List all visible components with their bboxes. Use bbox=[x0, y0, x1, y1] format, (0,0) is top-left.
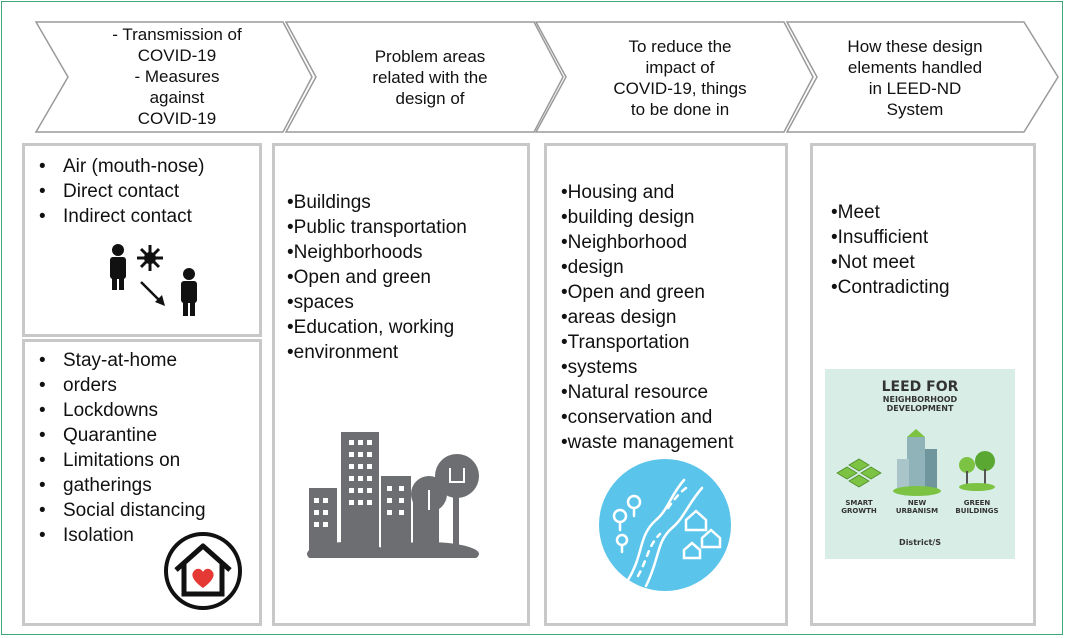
list-item-continuation: environment bbox=[287, 340, 527, 365]
list-item-continuation: waste management bbox=[561, 430, 785, 455]
list-item: Insufficient bbox=[831, 225, 1033, 250]
list-item-continuation: spaces bbox=[287, 290, 527, 315]
list-item: Housing and bbox=[561, 180, 785, 205]
problem-areas-list: Buildings Public transportation Neighbor… bbox=[287, 190, 527, 365]
svg-text:BUILDINGS: BUILDINGS bbox=[955, 507, 998, 515]
list-item-continuation: orders bbox=[25, 373, 259, 398]
transmission-list: Air (mouth-nose) Direct contact Indirect… bbox=[25, 154, 259, 229]
header-chevrons bbox=[34, 21, 1059, 133]
chevron-2 bbox=[284, 21, 564, 133]
person-transmission-icon bbox=[110, 244, 197, 316]
list-item: Not meet bbox=[831, 250, 1033, 275]
list-item: Indirect contact bbox=[25, 204, 259, 229]
svg-text:LEED FOR: LEED FOR bbox=[882, 379, 959, 395]
measures-list: Stay-at-home orders Lockdowns Quarantine… bbox=[25, 348, 259, 548]
list-item: Quarantine bbox=[25, 423, 259, 448]
list-item: Lockdowns bbox=[25, 398, 259, 423]
list-item: Neighborhoods bbox=[287, 240, 527, 265]
list-item-continuation: areas design bbox=[561, 305, 785, 330]
svg-text:DEVELOPMENT: DEVELOPMENT bbox=[887, 404, 954, 413]
problem-areas-box: Buildings Public transportation Neighbor… bbox=[272, 143, 530, 626]
leed-box: Meet Insufficient Not meet Contradicting… bbox=[810, 143, 1036, 626]
chevron-3 bbox=[534, 21, 814, 133]
list-item-continuation: design bbox=[561, 255, 785, 280]
measures-box: Stay-at-home orders Lockdowns Quarantine… bbox=[22, 339, 262, 626]
list-item: Buildings bbox=[287, 190, 527, 215]
svg-text:SMART: SMART bbox=[845, 499, 873, 507]
list-item-continuation: systems bbox=[561, 355, 785, 380]
list-item: Transportation bbox=[561, 330, 785, 355]
list-item: Isolation bbox=[25, 523, 259, 548]
leed-nd-graphic: LEED FOR NEIGHBORHOOD DEVELOPMENT SMART … bbox=[825, 369, 1015, 559]
svg-text:District/S: District/S bbox=[899, 538, 941, 547]
city-buildings-icon bbox=[307, 432, 479, 558]
river-landscape-icon bbox=[599, 459, 731, 591]
list-item-continuation: gatherings bbox=[25, 473, 259, 498]
list-item: Direct contact bbox=[25, 179, 259, 204]
svg-text:GREEN: GREEN bbox=[964, 499, 991, 507]
list-item: Education, working bbox=[287, 315, 527, 340]
svg-text:URBANISM: URBANISM bbox=[896, 507, 938, 515]
actions-box: Housing and building design Neighborhood… bbox=[544, 143, 788, 626]
list-item-continuation: conservation and bbox=[561, 405, 785, 430]
list-item: Air (mouth-nose) bbox=[25, 154, 259, 179]
list-item: Open and green bbox=[287, 265, 527, 290]
chevron-1 bbox=[34, 21, 313, 133]
list-item-continuation: building design bbox=[561, 205, 785, 230]
svg-text:NEIGHBORHOOD: NEIGHBORHOOD bbox=[883, 395, 958, 404]
actions-list: Housing and building design Neighborhood… bbox=[561, 180, 785, 455]
home-heart-icon bbox=[164, 532, 242, 610]
list-item: Open and green bbox=[561, 280, 785, 305]
svg-text:GROWTH: GROWTH bbox=[841, 507, 877, 515]
list-item: Public transportation bbox=[287, 215, 527, 240]
list-item: Limitations on bbox=[25, 448, 259, 473]
list-item: Social distancing bbox=[25, 498, 259, 523]
list-item: Natural resource bbox=[561, 380, 785, 405]
leed-levels-list: Meet Insufficient Not meet Contradicting bbox=[831, 200, 1033, 300]
transmission-box: Air (mouth-nose) Direct contact Indirect… bbox=[22, 143, 262, 337]
svg-text:NEW: NEW bbox=[908, 499, 927, 507]
list-item: Contradicting bbox=[831, 275, 1033, 300]
list-item: Neighborhood bbox=[561, 230, 785, 255]
list-item: Stay-at-home bbox=[25, 348, 259, 373]
chevron-4 bbox=[785, 21, 1059, 133]
list-item: Meet bbox=[831, 200, 1033, 225]
